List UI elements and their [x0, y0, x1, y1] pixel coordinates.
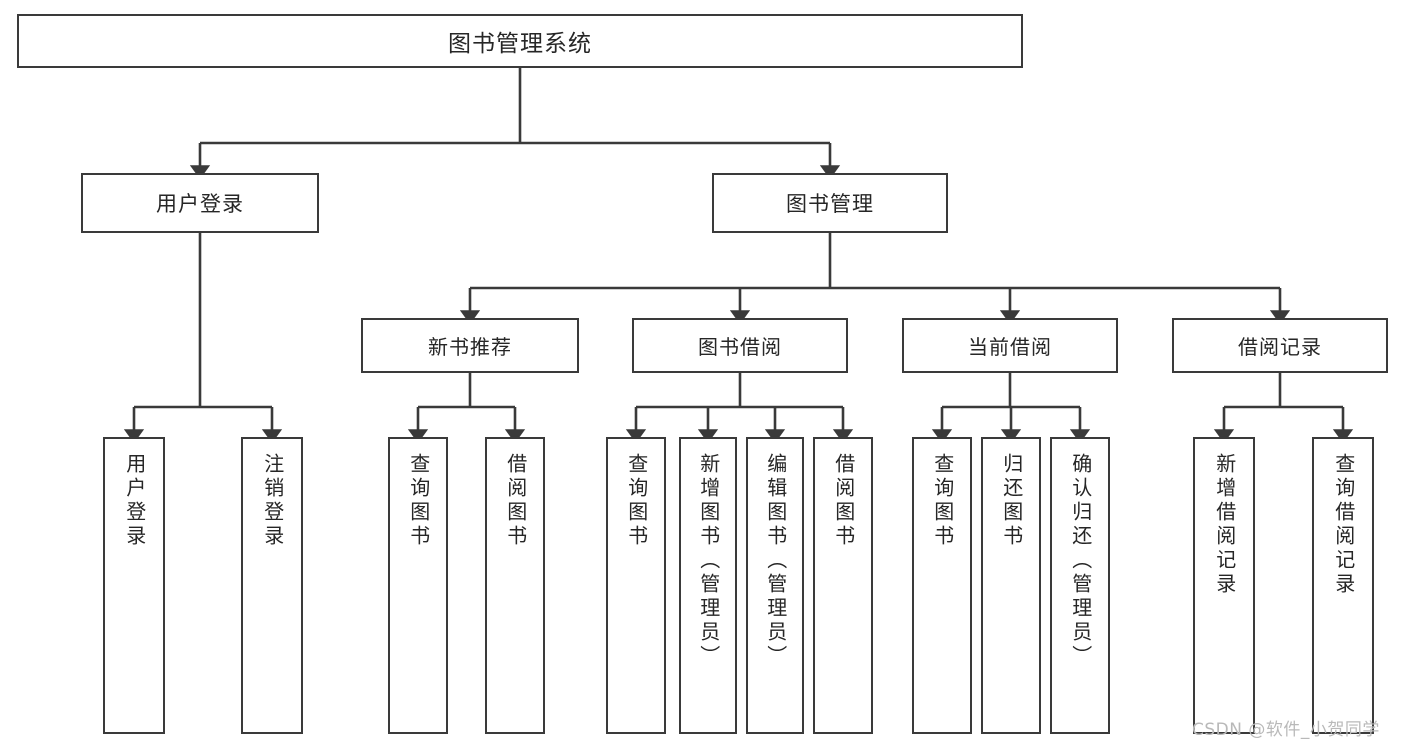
node-leaf-confirm-return-admin-label: 确认归还（管理员）: [1068, 453, 1093, 669]
node-book-borrow[interactable]: 图书借阅: [632, 318, 848, 373]
node-root-label: 图书管理系统: [448, 31, 592, 57]
node-leaf-query-book-borrow[interactable]: 查询图书: [606, 437, 666, 734]
node-leaf-user-login[interactable]: 用户登录: [103, 437, 165, 734]
node-leaf-edit-book-admin[interactable]: 编辑图书（管理员）: [746, 437, 804, 734]
node-leaf-query-book-borrow-label: 查询图书: [624, 453, 649, 549]
node-leaf-query-book-current-label: 查询图书: [930, 453, 955, 549]
node-user-login-label: 用户登录: [156, 192, 244, 216]
node-borrow-record-label: 借阅记录: [1238, 335, 1322, 359]
node-leaf-query-book-rec[interactable]: 查询图书: [388, 437, 448, 734]
node-leaf-borrow-book-rec-label: 借阅图书: [503, 453, 528, 549]
node-leaf-query-book-rec-label: 查询图书: [406, 453, 431, 549]
node-current-borrow-label: 当前借阅: [968, 335, 1052, 359]
node-book-manage-label: 图书管理: [786, 192, 874, 216]
node-book-borrow-label: 图书借阅: [698, 335, 782, 359]
node-user-login[interactable]: 用户登录: [81, 173, 319, 233]
node-leaf-logout-login[interactable]: 注销登录: [241, 437, 303, 734]
node-borrow-record[interactable]: 借阅记录: [1172, 318, 1388, 373]
node-leaf-query-borrow-record-label: 查询借阅记录: [1331, 453, 1356, 597]
node-current-borrow[interactable]: 当前借阅: [902, 318, 1118, 373]
node-leaf-borrow-book-borrow[interactable]: 借阅图书: [813, 437, 873, 734]
node-new-book-recommend-label: 新书推荐: [428, 335, 512, 359]
node-leaf-query-book-current[interactable]: 查询图书: [912, 437, 972, 734]
node-leaf-user-login-label: 用户登录: [122, 453, 147, 549]
node-leaf-return-book-label: 归还图书: [999, 453, 1024, 549]
node-leaf-borrow-book-rec[interactable]: 借阅图书: [485, 437, 545, 734]
node-leaf-add-borrow-record-label: 新增借阅记录: [1212, 453, 1237, 597]
node-leaf-add-book-admin-label: 新增图书（管理员）: [696, 453, 721, 669]
node-new-book-recommend[interactable]: 新书推荐: [361, 318, 579, 373]
node-leaf-logout-login-label: 注销登录: [260, 453, 285, 549]
node-book-manage[interactable]: 图书管理: [712, 173, 948, 233]
node-leaf-confirm-return-admin[interactable]: 确认归还（管理员）: [1050, 437, 1110, 734]
node-leaf-add-borrow-record[interactable]: 新增借阅记录: [1193, 437, 1255, 734]
node-leaf-return-book[interactable]: 归还图书: [981, 437, 1041, 734]
node-leaf-add-book-admin[interactable]: 新增图书（管理员）: [679, 437, 737, 734]
node-leaf-query-borrow-record[interactable]: 查询借阅记录: [1312, 437, 1374, 734]
node-root[interactable]: 图书管理系统: [17, 14, 1023, 68]
watermark: CSDN @软件_小贺同学: [1192, 720, 1380, 740]
node-leaf-edit-book-admin-label: 编辑图书（管理员）: [763, 453, 788, 669]
node-leaf-borrow-book-borrow-label: 借阅图书: [831, 453, 856, 549]
